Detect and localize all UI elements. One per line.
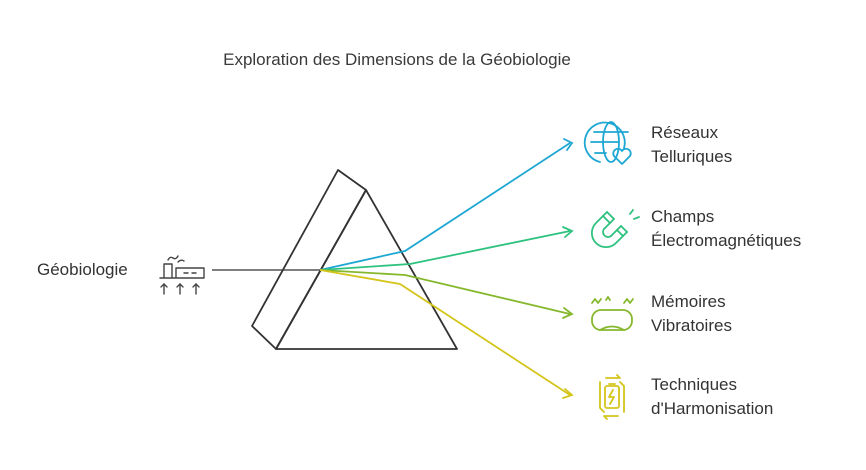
output-label-line1: Champs [651,207,715,226]
arrowhead-memoires [562,307,574,319]
output-label-line1: Techniques [651,375,738,394]
output-label-line2: Telluriques [651,147,733,166]
output-label-line2: Vibratoires [651,316,732,335]
output-label-line2: d'Harmonisation [651,399,774,418]
output-label-line1: Mémoires [651,292,726,311]
output-label-champs: Champs Électromagnétiques [651,205,801,253]
beam-techniques [319,269,571,396]
output-label-line2: Électromagnétiques [651,231,802,250]
arrowhead-champs [562,226,574,238]
source-label: Géobiologie [37,260,128,279]
diagram-title: Exploration des Dimensions de la Géobiol… [223,50,571,69]
factory-ground-waves-icon [159,255,205,295]
vr-goggles-vibration-icon [591,296,634,331]
beam-champs [319,230,571,271]
output-label-reseaux: Réseaux Telluriques [651,121,732,169]
beam-memoires [319,269,571,315]
magnet-icon [590,209,640,249]
globe-heart-icon [583,121,632,165]
beam-reseaux [319,142,571,271]
arrowhead-reseaux [563,138,574,151]
output-label-line1: Réseaux [651,123,719,142]
prism [251,169,458,350]
arrowhead-techniques [562,388,574,399]
output-label-memoires: Mémoires Vibratoires [651,290,732,338]
battery-cycle-icon [599,374,625,420]
prism-side-face [251,169,367,350]
output-label-techniques: Techniques d'Harmonisation [651,373,773,421]
